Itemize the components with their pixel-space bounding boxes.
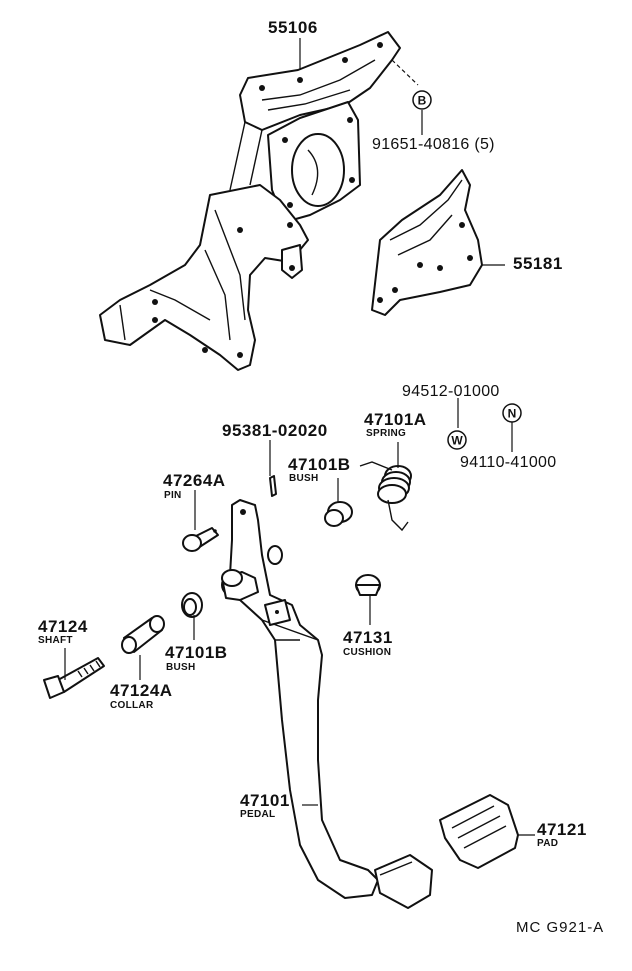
part-number-bush-lower: 47101B <box>165 643 228 662</box>
part-number-bush-upper: 47101B <box>288 455 351 474</box>
part-desc-pad: PAD <box>537 838 559 849</box>
part-number-cotter-pin: 95381-02020 <box>222 421 328 440</box>
part-desc-shaft: SHAFT <box>38 635 73 646</box>
pedal-drawing <box>221 499 433 909</box>
part-desc-collar: COLLAR <box>110 700 154 711</box>
part-number-shaft: 47124 <box>38 617 88 636</box>
svg-text:N: N <box>508 407 517 421</box>
part-number-nut: 94110-41000 <box>460 454 557 471</box>
part-desc-cushion: CUSHION <box>343 647 392 658</box>
cushion-drawing <box>355 574 381 596</box>
bracket-small-drawing <box>371 169 483 316</box>
collar-drawing <box>121 615 165 654</box>
part-number-pedal: 47101 <box>240 791 290 810</box>
part-number-pin: 47264A <box>163 471 226 490</box>
washer-symbol-icon: W <box>447 430 467 450</box>
svg-text:B: B <box>418 94 427 108</box>
nut-symbol-icon: N <box>502 403 522 423</box>
bush-lower-drawing <box>181 592 203 618</box>
part-number-55181: 55181 <box>513 254 563 273</box>
svg-text:W: W <box>451 434 463 448</box>
diagram-code: MC G921-A <box>516 919 605 936</box>
pin-drawing <box>182 527 219 552</box>
pad-drawing <box>439 794 519 869</box>
part-desc-bush-upper: BUSH <box>289 473 319 484</box>
part-number-cushion: 47131 <box>343 628 393 647</box>
part-desc-bush-lower: BUSH <box>166 662 196 673</box>
cotter-pin-drawing <box>269 475 277 497</box>
part-desc-pedal: PEDAL <box>240 809 276 820</box>
leader-lines <box>64 38 535 836</box>
part-number-pad: 47121 <box>537 820 587 839</box>
bolt-symbol-icon: B <box>412 90 432 110</box>
bush-upper-drawing <box>324 501 353 527</box>
part-number-55106: 55106 <box>268 18 318 37</box>
part-number-washer: 94512-01000 <box>402 383 500 400</box>
part-number-bolt: 91651-40816 (5) <box>372 136 495 153</box>
part-number-collar: 47124A <box>110 681 173 700</box>
spring-drawing <box>359 461 412 532</box>
part-desc-pin: PIN <box>164 490 182 501</box>
shaft-drawing <box>43 657 105 699</box>
part-desc-spring: SPRING <box>366 428 407 439</box>
part-number-spring: 47101A <box>364 410 427 429</box>
bracket-main-drawing <box>99 31 401 371</box>
